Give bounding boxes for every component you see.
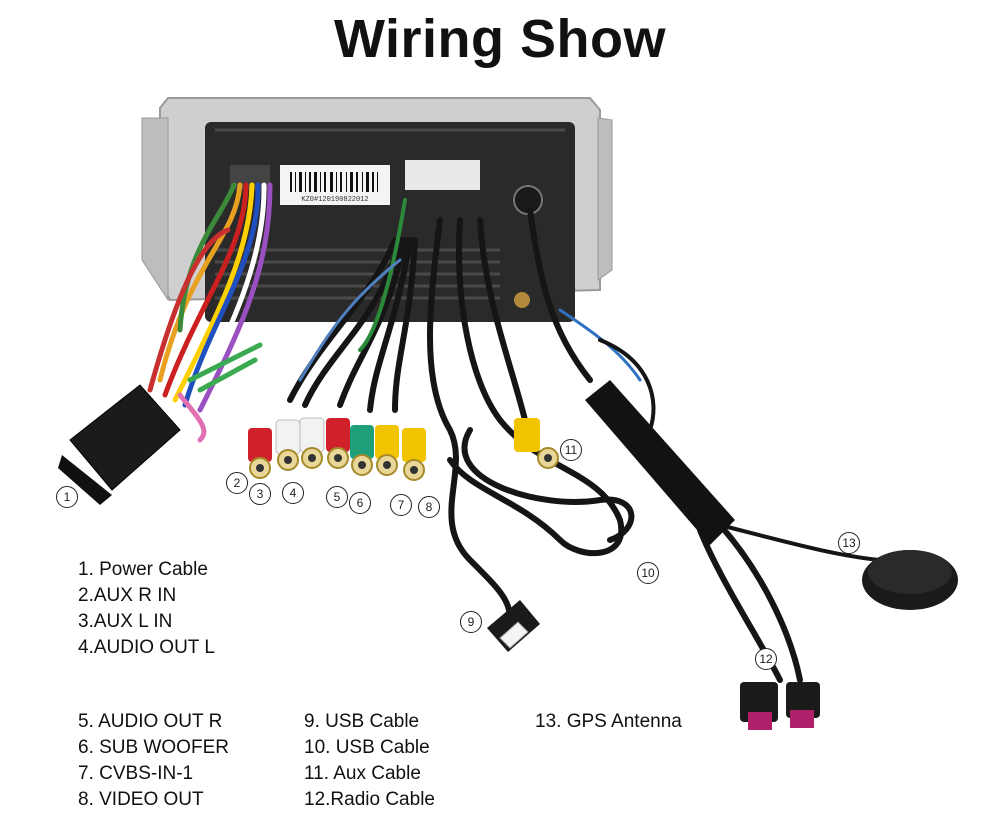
rca-audio-out-r xyxy=(326,418,350,469)
legend-item: 4.AUDIO OUT L xyxy=(78,637,215,658)
callout-10: 10 xyxy=(637,562,659,584)
rca-video-out xyxy=(402,428,426,481)
rca-cvbs-in xyxy=(375,425,399,476)
aux-connector xyxy=(514,418,559,469)
callout-2: 2 xyxy=(226,472,248,494)
legend-item: 10. USB Cable xyxy=(304,737,430,758)
callout-1: 1 xyxy=(56,486,78,508)
callout-5: 5 xyxy=(326,486,348,508)
legend-item: 2.AUX R IN xyxy=(78,585,177,606)
unit-serial-label: KZ0#120190822012 xyxy=(301,196,368,204)
usb-connector xyxy=(487,600,540,652)
callout-8: 8 xyxy=(418,496,440,518)
legend-item: 3.AUX L IN xyxy=(78,611,173,632)
rca-connectors xyxy=(248,417,426,481)
rca-sub-woofer xyxy=(350,425,374,476)
power-harness xyxy=(147,182,273,443)
callout-4: 4 xyxy=(282,482,304,504)
callout-3: 3 xyxy=(249,483,271,505)
callout-9: 9 xyxy=(460,611,482,633)
legend-item: 13. GPS Antenna xyxy=(535,711,682,732)
callout-6: 6 xyxy=(349,492,371,514)
radio-box xyxy=(585,380,735,545)
legend-col-2: 5. AUDIO OUT R 6. SUB WOOFER 7. CVBS-IN-… xyxy=(78,709,229,813)
legend-item: 5. AUDIO OUT R xyxy=(78,711,223,732)
gps-antenna xyxy=(862,550,958,610)
fakra-connectors xyxy=(740,682,820,730)
legend-item: 12.Radio Cable xyxy=(304,789,435,810)
power-connector xyxy=(58,384,181,505)
rca-audio-out-l xyxy=(299,417,325,469)
legend-item: 11. Aux Cable xyxy=(304,763,421,784)
legend-item: 1. Power Cable xyxy=(78,559,208,580)
callout-12: 12 xyxy=(755,648,777,670)
page-title: Wiring Show xyxy=(334,9,666,69)
rca-cables xyxy=(287,198,418,413)
callout-11: 11 xyxy=(560,439,582,461)
legend-col-3: 9. USB Cable 10. USB Cable 11. Aux Cable… xyxy=(304,709,435,813)
legend-col-1: 1. Power Cable 2.AUX R IN 3.AUX L IN 4.A… xyxy=(78,557,215,661)
legend-item: 7. CVBS-IN-1 xyxy=(78,763,194,784)
legend-item: 6. SUB WOOFER xyxy=(78,737,229,758)
rca-aux-r-in xyxy=(248,428,272,479)
callout-7: 7 xyxy=(390,494,412,516)
legend-item: 9. USB Cable xyxy=(304,711,420,732)
legend-item: 8. VIDEO OUT xyxy=(78,789,204,810)
usb-aux-cables xyxy=(427,217,635,623)
rca-aux-l-in xyxy=(275,419,301,471)
callout-13: 13 xyxy=(838,532,860,554)
legend-col-4: 13. GPS Antenna xyxy=(535,709,682,735)
